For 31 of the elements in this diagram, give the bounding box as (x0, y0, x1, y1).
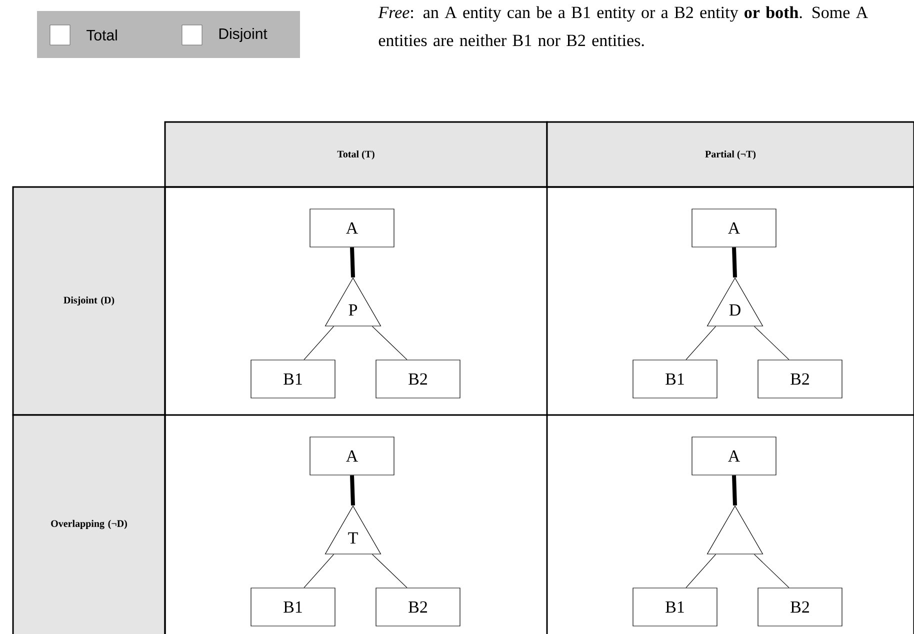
header-cell: Disjoint (D) (12, 186, 166, 416)
connector-line (350, 247, 355, 278)
connector-line (686, 326, 716, 360)
connector-line (732, 475, 737, 506)
entity-box: B2 (758, 360, 842, 398)
entity-box: B2 (376, 588, 460, 626)
connector-line (754, 326, 790, 360)
entity-box: A (310, 436, 394, 476)
connector-line (732, 247, 737, 278)
connector-line (372, 554, 408, 588)
connector-line (754, 554, 790, 588)
connector-line (686, 554, 716, 588)
entity-box: B2 (376, 360, 460, 398)
entity-box: B1 (632, 360, 718, 398)
entity-box: A (692, 436, 776, 476)
header-cell: Total (T) (164, 121, 548, 188)
entity-box: A (692, 208, 776, 248)
entity-box: B2 (758, 588, 842, 626)
connector-line (304, 326, 334, 360)
connector-line (304, 554, 334, 588)
entity-box: B1 (632, 588, 718, 626)
entity-box: B1 (250, 588, 336, 626)
entity-box: A (310, 208, 394, 248)
connector-line (350, 475, 355, 506)
description-text: Free: an A entity can be a B1 entity or a B2 entity or both. Some A entities are neither B1 nor B2 entities. (378, 6, 868, 46)
header-cell: Overlapping (¬D) (12, 414, 166, 634)
checkbox: Total (50, 24, 117, 46)
header-cell: Partial (¬T) (546, 121, 914, 188)
checkbox: Disjoint (182, 24, 268, 46)
entity-box: B1 (250, 360, 336, 398)
connector-line (372, 326, 408, 360)
